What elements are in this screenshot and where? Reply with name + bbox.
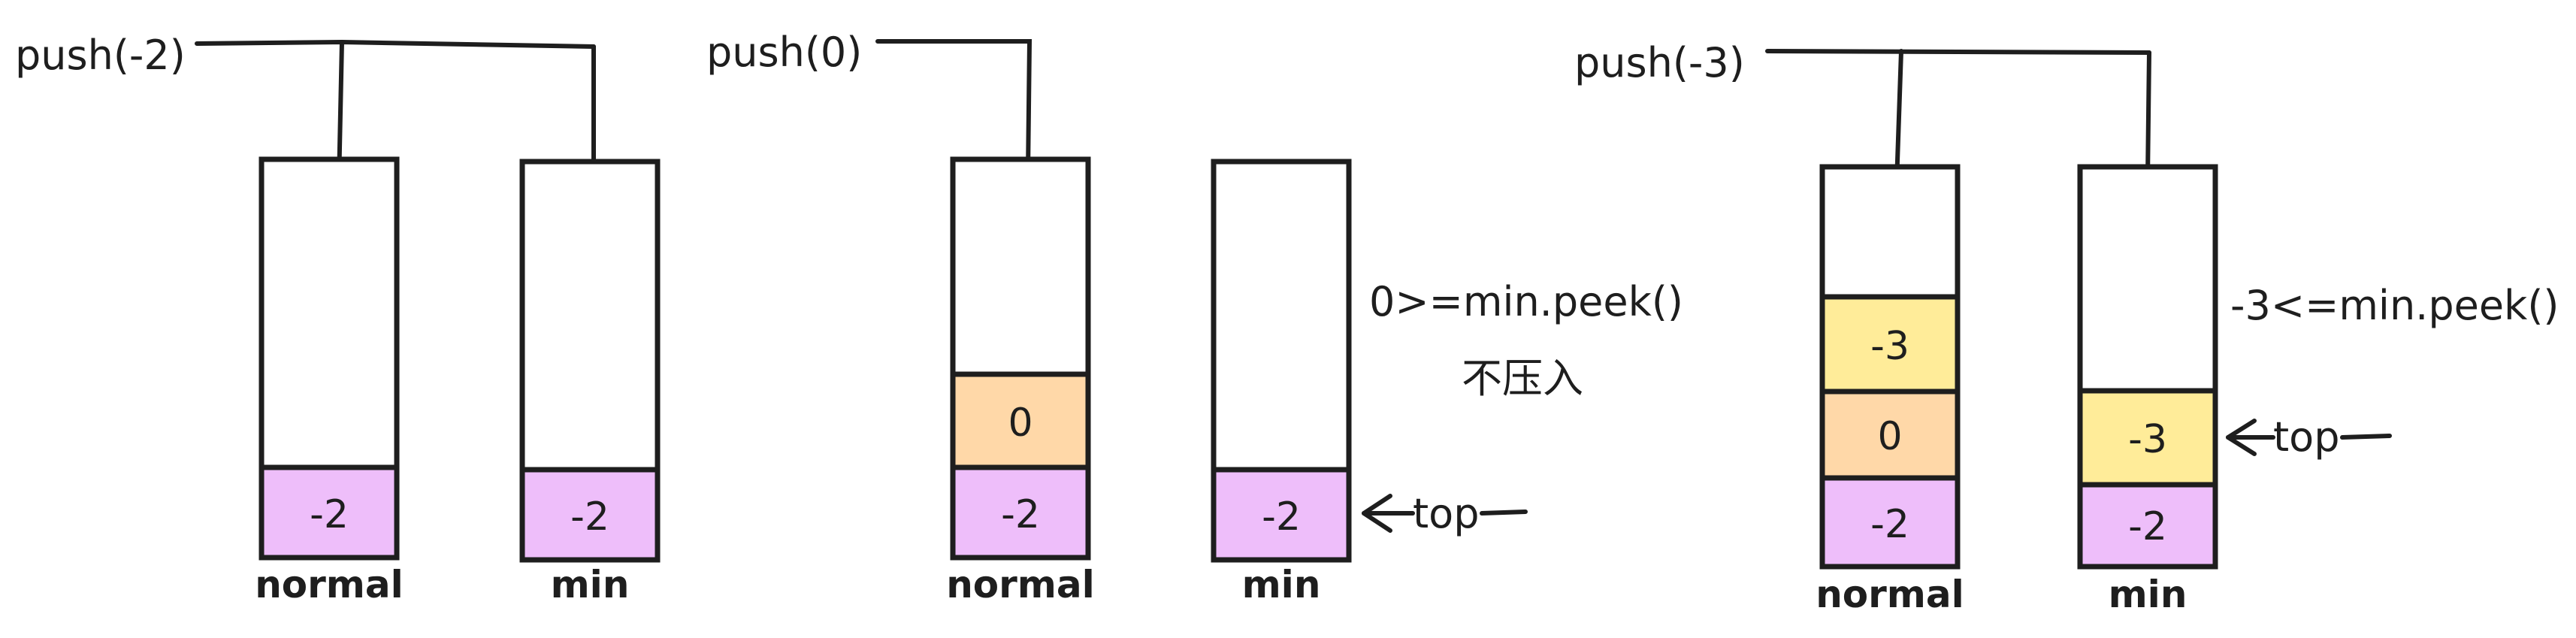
stack-cell-value: 0 <box>1008 401 1033 446</box>
condition-note: -3<=min.peek() <box>2230 282 2559 329</box>
panel-push-0: push(0) 0 -2 normal -2 min 0>=min.peek()… <box>706 29 1683 606</box>
top-pointer: top <box>2226 413 2392 461</box>
condition-note: 0>=min.peek() <box>1369 278 1683 325</box>
normal-stack: -2 normal <box>255 156 404 606</box>
pointer-tail <box>2340 434 2392 440</box>
stack-cell-value: -2 <box>1001 492 1040 537</box>
action-note: 不压入 <box>1462 355 1583 402</box>
stack-cell <box>2077 482 2218 570</box>
stack-cell <box>1211 467 1352 563</box>
stack-caption: min <box>1242 563 1321 606</box>
operation-label: push(-2) <box>15 32 186 79</box>
stack-cell-value: -2 <box>1870 502 1909 547</box>
stack-cell-value: -3 <box>1870 324 1909 369</box>
stack-cell-value: -2 <box>570 494 609 540</box>
stack-cell-value: -3 <box>2128 417 2167 462</box>
stack-cell <box>1819 475 1961 570</box>
connector-line <box>1765 49 2151 55</box>
stack-cell <box>259 464 400 561</box>
stack-cell <box>519 467 661 563</box>
panel-push-neg3: push(-3) -3 0 -2 normal -3 -2 min -3<=mi… <box>1574 39 2559 616</box>
operation-label: push(0) <box>706 29 862 76</box>
normal-stack: -3 0 -2 normal <box>1816 164 1964 616</box>
connector-line <box>195 39 596 49</box>
stack-caption: min <box>551 563 630 606</box>
stack-caption: min <box>2109 573 2187 616</box>
stack-cell-value: 0 <box>1877 414 1902 459</box>
min-stack: -2 min <box>1211 159 1352 606</box>
stack-cell <box>950 371 1091 470</box>
operation-label: push(-3) <box>1574 39 1745 86</box>
top-pointer: top <box>1362 490 1528 537</box>
stack-caption: normal <box>1816 573 1964 616</box>
top-label: top <box>1413 490 1480 537</box>
stack-cell-value: -2 <box>310 492 349 537</box>
min-stack: -2 min <box>519 159 661 606</box>
stack-cell <box>950 464 1091 561</box>
panel-push-neg2: push(-2) -2 normal -2 min <box>15 32 661 606</box>
min-stack: -3 -2 min <box>2077 164 2218 616</box>
normal-stack: 0 -2 normal <box>946 156 1095 606</box>
stack-cell-value: -2 <box>1262 494 1301 540</box>
stack-cell-value: -2 <box>2128 504 2167 549</box>
top-label: top <box>2273 413 2340 461</box>
stack-caption: normal <box>255 563 404 606</box>
pointer-tail <box>1480 509 1528 516</box>
pointer-arrow-head <box>2226 419 2257 456</box>
pointer-arrow-head <box>1362 494 1392 533</box>
stack-caption: normal <box>946 563 1095 606</box>
